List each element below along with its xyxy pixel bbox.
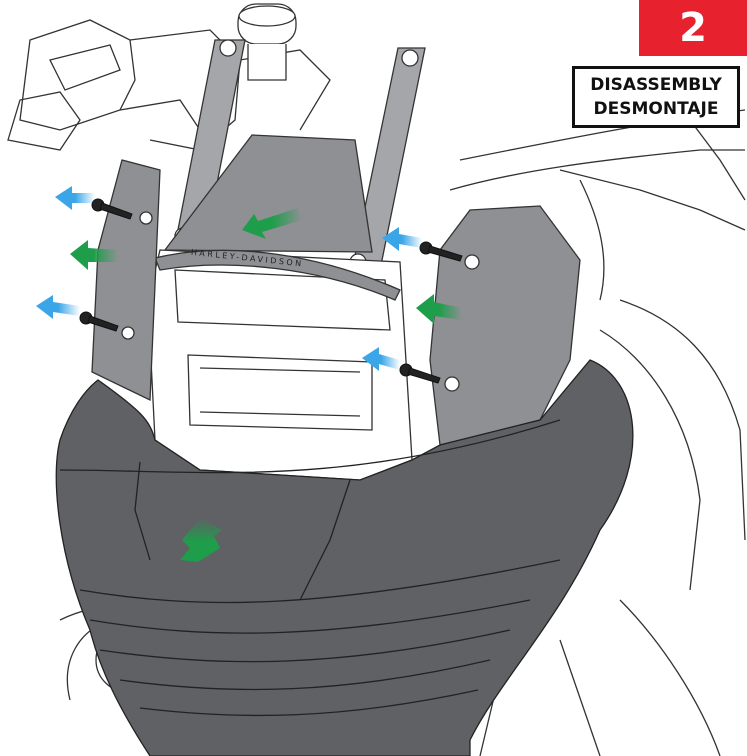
arrow-screw-right-lower (362, 347, 400, 371)
arrow-fairing (180, 518, 222, 562)
screw-left-lower (79, 311, 119, 332)
arrow-screw-left-upper (55, 186, 95, 210)
lower-fairing (55, 359, 634, 756)
side-panel-right (429, 205, 581, 446)
step-title-en: DISASSEMBLY (590, 75, 722, 95)
headlamp-housing (147, 249, 413, 481)
screw-right-upper (419, 241, 463, 262)
step-title-box: DISASSEMBLY DESMONTAJE (572, 66, 740, 128)
reservoir-cap (237, 3, 297, 81)
step-title-es: DESMONTAJE (593, 99, 719, 119)
arrow-screw-left-lower (36, 295, 80, 319)
step-number: 2 (679, 5, 707, 51)
step-number-badge: 2 (639, 0, 747, 56)
windshield-mount-panel (163, 134, 373, 253)
arrow-panel-right (416, 294, 462, 324)
side-panel-left (91, 159, 161, 402)
arrow-screw-right-upper (382, 227, 422, 251)
screw-right-lower (399, 363, 441, 384)
arrow-mount-panel (242, 208, 302, 239)
arrow-panel-left (70, 240, 118, 270)
